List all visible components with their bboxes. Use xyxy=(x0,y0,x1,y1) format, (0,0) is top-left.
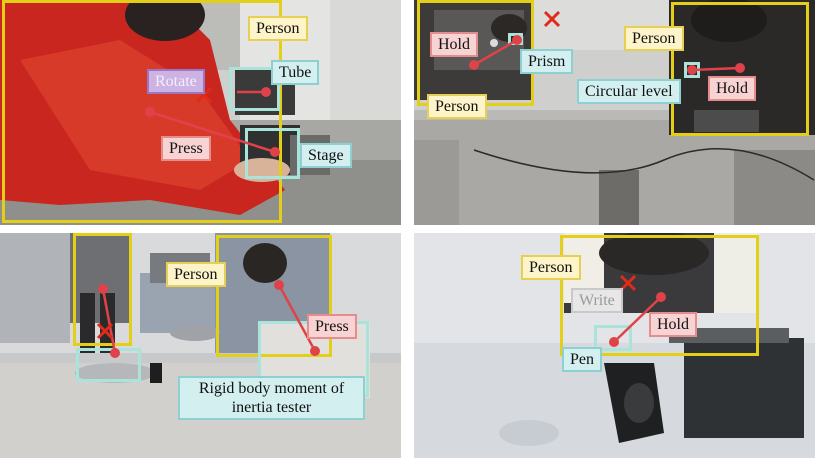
label-hold-right: Hold xyxy=(708,76,756,101)
label-prism: Prism xyxy=(520,49,574,74)
person-box xyxy=(2,0,282,223)
panel-top-left: Person Rotate Tube Press Stage xyxy=(0,0,401,225)
label-press: Press xyxy=(161,136,211,161)
panel-top-right: Hold Prism Person Person Circular level … xyxy=(414,0,815,225)
label-tube: Tube xyxy=(271,60,320,85)
prism-box xyxy=(508,33,523,45)
panel-bottom-left: Person Press Rigid body moment of inerti… xyxy=(0,233,401,458)
person-box-right xyxy=(216,235,332,357)
scene-photo xyxy=(414,0,815,225)
label-person-left: Person xyxy=(427,94,487,119)
label-person: Person xyxy=(248,16,308,41)
tube-box xyxy=(229,67,280,111)
stage-box xyxy=(245,128,300,179)
label-hold-left: Hold xyxy=(430,32,478,57)
label-write: Write xyxy=(571,288,623,313)
circular-level-box xyxy=(684,62,700,78)
person-box-left xyxy=(73,233,132,346)
label-hold: Hold xyxy=(649,312,697,337)
label-stage: Stage xyxy=(300,143,352,168)
person-box xyxy=(560,235,759,356)
panel-bottom-right: Person Write Hold Pen xyxy=(414,233,815,458)
label-tester: Rigid body moment of inertia tester xyxy=(178,376,365,420)
disk-box xyxy=(76,348,141,382)
label-person-right: Person xyxy=(624,26,684,51)
label-press: Press xyxy=(307,314,357,339)
label-person: Person xyxy=(521,255,581,280)
label-circular-level: Circular level xyxy=(577,79,681,104)
label-person: Person xyxy=(166,262,226,287)
label-rotate: Rotate xyxy=(147,69,205,94)
person-box-right xyxy=(671,2,809,136)
label-pen: Pen xyxy=(562,347,602,372)
